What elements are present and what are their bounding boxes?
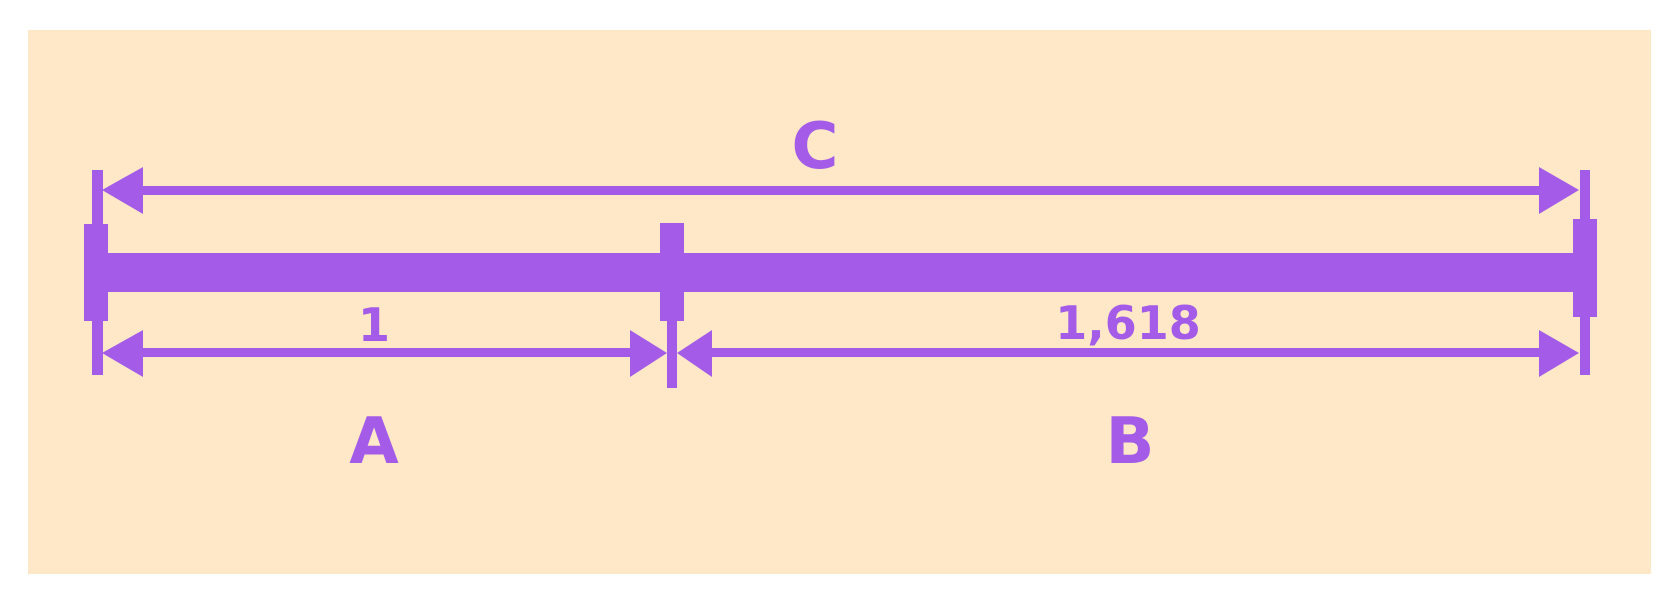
label-b: B [1106, 405, 1155, 479]
label-ratio-long: 1,618 [1055, 296, 1201, 350]
dimension-b-arrow-right [1539, 330, 1579, 377]
main-bar [97, 253, 1597, 292]
dimension-a-arrow-left [102, 330, 143, 377]
bar-cap-left [84, 224, 108, 321]
dimension-c-line [135, 186, 1542, 195]
label-c: C [792, 110, 839, 184]
label-a: A [349, 405, 399, 479]
dimension-a-tick-left [92, 318, 103, 375]
dimension-b [677, 315, 1590, 377]
dimension-c-tick-left [92, 170, 103, 226]
dimension-a-arrow-right [630, 330, 667, 377]
dimension-a [92, 318, 667, 377]
background-panel [28, 30, 1651, 574]
dimension-c-arrow-left [102, 167, 143, 214]
dimension-b-arrow-left [677, 330, 712, 377]
dimension-c-tick-right [1580, 170, 1590, 220]
dimension-c [92, 167, 1590, 226]
dimension-c-arrow-right [1539, 167, 1579, 214]
dimension-a-line [140, 348, 635, 357]
label-ratio-short: 1 [358, 298, 390, 352]
main-line-segment [84, 219, 1597, 321]
bar-cap-right [1573, 219, 1597, 317]
bar-cap-split [660, 223, 684, 321]
split-tick [667, 318, 677, 388]
dimension-b-tick-right [1580, 315, 1590, 375]
dimension-b-line [708, 348, 1542, 357]
